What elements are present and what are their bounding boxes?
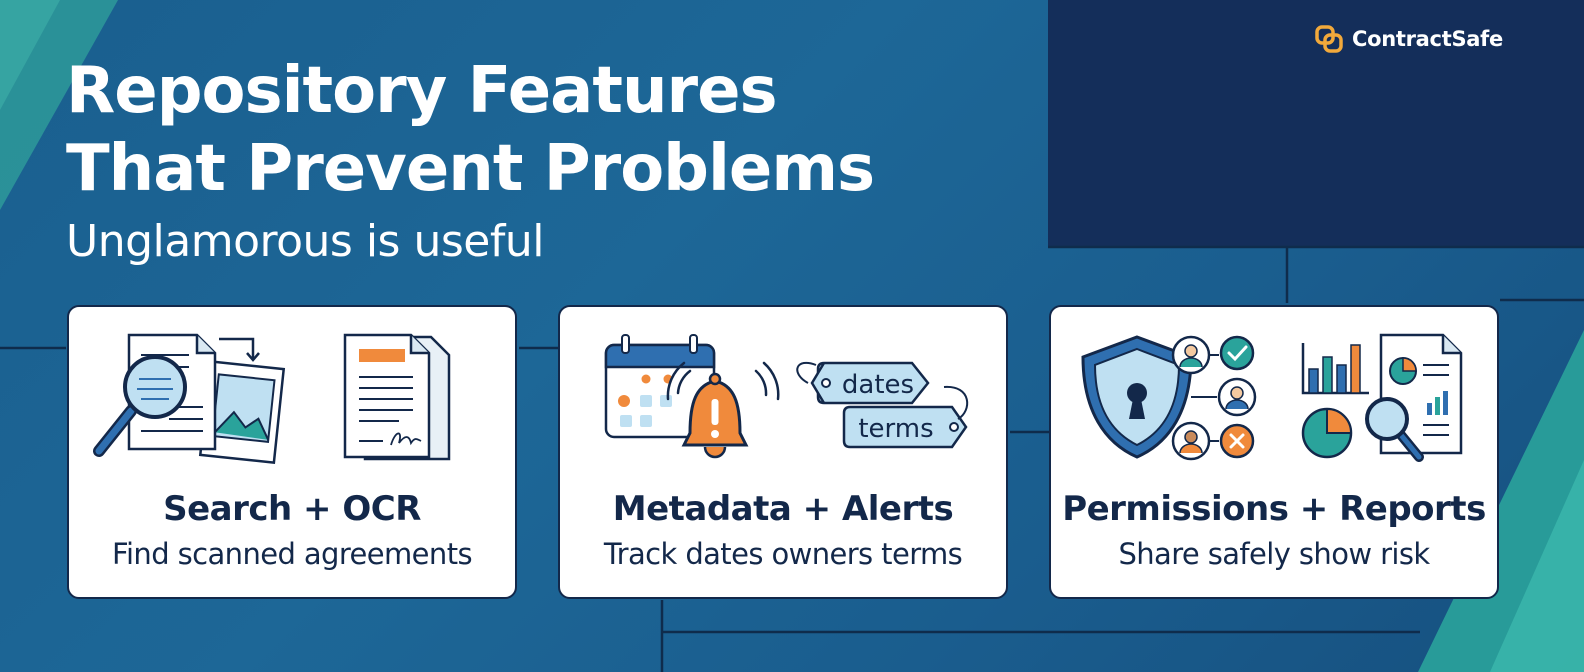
bar-chart-icon (1301, 343, 1369, 395)
card-title: Permissions + Reports (1062, 489, 1486, 529)
tag-terms: terms (858, 414, 933, 444)
shield-lock-icon (1081, 335, 1193, 459)
permissions-reports-illustration (1081, 333, 1463, 462)
contractsafe-logo-icon (1315, 25, 1343, 53)
cross-icon (1219, 423, 1255, 459)
metadata-alerts-illustration: dates terms (604, 334, 969, 459)
brand-name: ContractSafe (1352, 27, 1503, 51)
title-line-2: That Prevent Problems (66, 132, 875, 206)
card-title: Search + OCR (163, 489, 421, 529)
tag-icon: dates terms (796, 361, 969, 449)
image-file-icon (198, 360, 286, 464)
user-icon (1171, 335, 1257, 461)
card-permissions-reports: Permissions + Reports Share safely show … (1049, 305, 1499, 599)
search-ocr-illustration (93, 333, 451, 464)
signed-document-icon (343, 333, 451, 461)
title-line-1: Repository Features (66, 54, 778, 128)
page-title: Repository Features That Prevent Problem… (66, 52, 875, 208)
page-subtitle: Unglamorous is useful (66, 216, 544, 267)
brand-logo: ContractSafe (1314, 24, 1503, 54)
magnifier-document-icon (93, 333, 217, 457)
alert-bell-icon (666, 361, 780, 459)
card-description: Find scanned agreements (112, 537, 473, 571)
tag-dates: dates (842, 370, 914, 400)
card-metadata-alerts: dates terms Metadata + Alerts Track date… (558, 305, 1008, 599)
magnifier-icon (1365, 397, 1424, 462)
arrow-icon (219, 337, 260, 362)
calendar-icon (604, 334, 716, 439)
check-icon (1219, 335, 1255, 371)
card-title: Metadata + Alerts (612, 489, 954, 529)
card-description: Track dates owners terms (603, 537, 963, 571)
pie-chart-icon (1301, 407, 1353, 459)
card-search-ocr: Search + OCR Find scanned agreements (67, 305, 517, 599)
card-description: Share safely show risk (1118, 537, 1430, 571)
